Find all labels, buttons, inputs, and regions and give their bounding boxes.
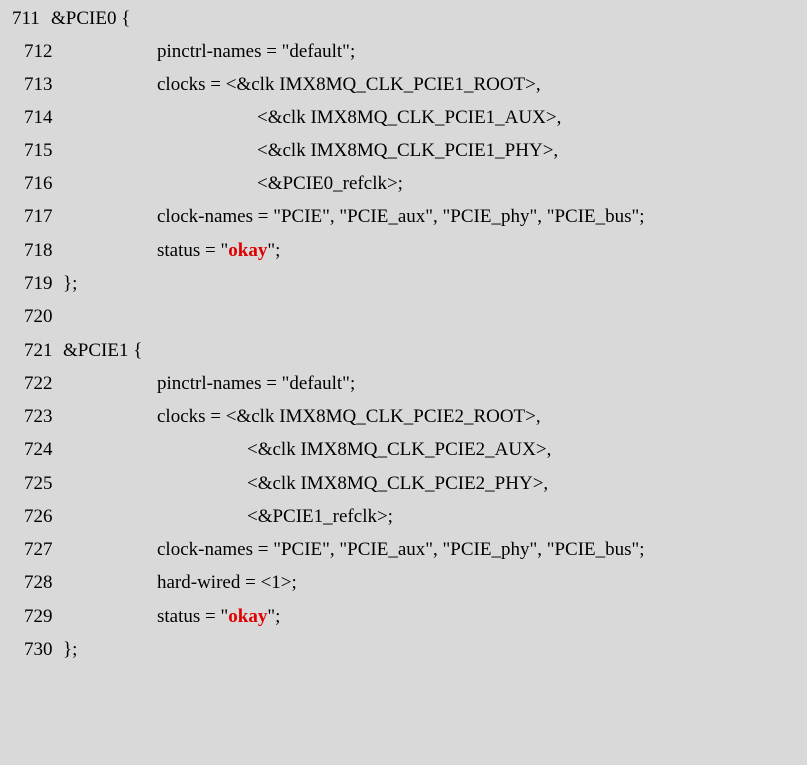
line-number: 719 <box>24 273 53 294</box>
code-line-722: 722 pinctrl-names = "default"; <box>0 367 355 400</box>
line-number: 726 <box>24 506 53 527</box>
status-prefix: status = " <box>157 240 229 261</box>
code-line-711: 711 &PCIE0 { <box>0 2 130 35</box>
line-text: <&clk IMX8MQ_CLK_PCIE2_AUX>, <box>247 439 552 460</box>
line-text: pinctrl-names = "default"; <box>157 41 356 62</box>
code-line-718: 718 status = "okay"; <box>0 234 280 267</box>
line-text: <&PCIE1_refclk>; <box>247 506 393 527</box>
code-line-725: 725 <&clk IMX8MQ_CLK_PCIE2_PHY>, <box>0 467 548 500</box>
status-keyword: okay <box>228 606 268 627</box>
line-number: 727 <box>24 539 53 560</box>
line-text: <&clk IMX8MQ_CLK_PCIE1_AUX>, <box>257 107 562 128</box>
line-text: clock-names = "PCIE", "PCIE_aux", "PCIE_… <box>157 206 645 227</box>
code-line-723: 723 clocks = <&clk IMX8MQ_CLK_PCIE2_ROOT… <box>0 400 541 433</box>
code-line-715: 715 <&clk IMX8MQ_CLK_PCIE1_PHY>, <box>0 134 558 167</box>
line-number: 718 <box>24 240 53 261</box>
code-line-716: 716 <&PCIE0_refclk>; <box>0 167 403 200</box>
line-number: 717 <box>24 206 53 227</box>
code-line-717: 717 clock-names = "PCIE", "PCIE_aux", "P… <box>0 200 645 233</box>
line-text: <&clk IMX8MQ_CLK_PCIE1_PHY>, <box>257 140 559 161</box>
line-number: 713 <box>24 74 53 95</box>
line-number: 720 <box>24 306 53 327</box>
line-text: <&clk IMX8MQ_CLK_PCIE2_PHY>, <box>247 473 549 494</box>
line-text: &PCIE0 { <box>51 8 131 29</box>
line-number: 729 <box>24 606 53 627</box>
code-line-719: 719 }; <box>0 267 77 300</box>
line-text: }; <box>63 639 78 660</box>
code-line-727: 727 clock-names = "PCIE", "PCIE_aux", "P… <box>0 533 645 566</box>
code-line-721: 721 &PCIE1 { <box>0 334 142 367</box>
code-line-713: 713 clocks = <&clk IMX8MQ_CLK_PCIE1_ROOT… <box>0 68 541 101</box>
line-text: status = "okay"; <box>157 234 280 267</box>
code-line-714: 714 <&clk IMX8MQ_CLK_PCIE1_AUX>, <box>0 101 561 134</box>
line-text: }; <box>63 273 78 294</box>
line-number: 714 <box>24 107 53 128</box>
line-number: 721 <box>24 340 53 361</box>
line-text: pinctrl-names = "default"; <box>157 373 356 394</box>
status-suffix: "; <box>267 606 281 627</box>
line-number: 715 <box>24 140 53 161</box>
status-keyword: okay <box>228 240 268 261</box>
line-text: status = "okay"; <box>157 600 280 633</box>
line-number: 722 <box>24 373 53 394</box>
line-text: &PCIE1 { <box>63 340 143 361</box>
line-text: clocks = <&clk IMX8MQ_CLK_PCIE1_ROOT>, <box>157 74 541 95</box>
code-line-720: 720 <box>0 300 53 333</box>
line-number: 724 <box>24 439 53 460</box>
code-line-724: 724 <&clk IMX8MQ_CLK_PCIE2_AUX>, <box>0 433 551 466</box>
line-number: 716 <box>24 173 53 194</box>
code-line-728: 728 hard-wired = <1>; <box>0 566 297 599</box>
line-text: clock-names = "PCIE", "PCIE_aux", "PCIE_… <box>157 539 645 560</box>
code-line-726: 726 <&PCIE1_refclk>; <box>0 500 393 533</box>
status-prefix: status = " <box>157 606 229 627</box>
line-number: 712 <box>24 41 53 62</box>
code-line-712: 712 pinctrl-names = "default"; <box>0 35 355 68</box>
code-line-730: 730 }; <box>0 633 77 666</box>
line-number: 711 <box>12 8 40 29</box>
line-number: 725 <box>24 473 53 494</box>
line-text: hard-wired = <1>; <box>157 572 297 593</box>
line-text: <&PCIE0_refclk>; <box>257 173 403 194</box>
line-number: 728 <box>24 572 53 593</box>
line-text: clocks = <&clk IMX8MQ_CLK_PCIE2_ROOT>, <box>157 406 541 427</box>
line-number: 723 <box>24 406 53 427</box>
code-line-729: 729 status = "okay"; <box>0 600 280 633</box>
line-number: 730 <box>24 639 53 660</box>
status-suffix: "; <box>267 240 281 261</box>
code-listing: 711 &PCIE0 { 712 pinctrl-names = "defaul… <box>0 2 645 666</box>
